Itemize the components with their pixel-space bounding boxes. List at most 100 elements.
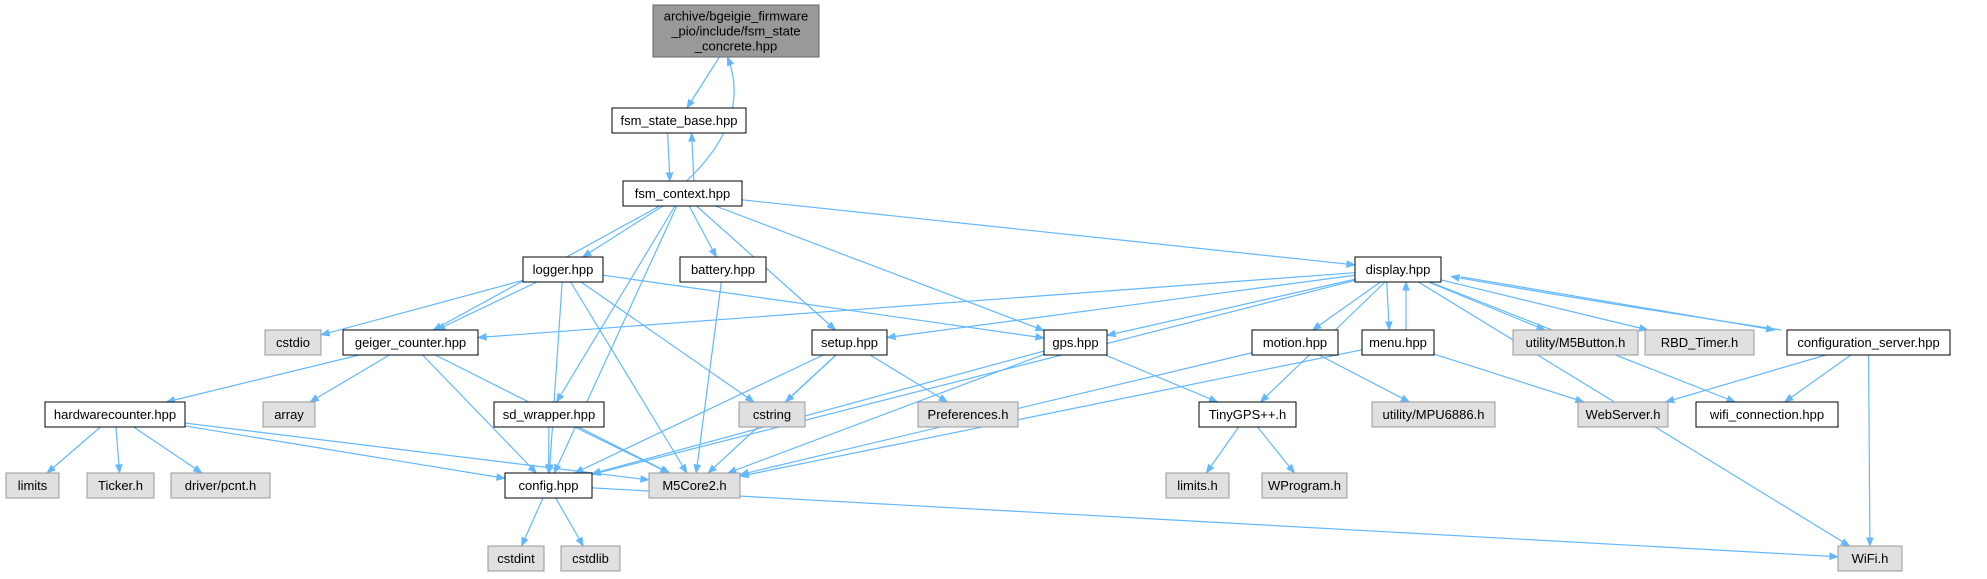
node-motion[interactable]: motion.hpp [1251, 329, 1339, 356]
node-fsm-state-base[interactable]: fsm_state_base.hpp [611, 107, 747, 134]
node-wifi-connection[interactable]: wifi_connection.hpp [1695, 401, 1839, 428]
node-label: Preferences.h [928, 407, 1009, 422]
node-setup[interactable]: setup.hpp [811, 329, 888, 356]
node-m5core2: M5Core2.h [648, 472, 741, 499]
node-label: menu.hpp [1369, 335, 1427, 350]
node-box [1198, 401, 1297, 428]
edge-configuration_server-to-display [1450, 274, 1782, 331]
node-label: config.hpp [519, 478, 579, 493]
edge-configuration_server-to-webserver [1664, 354, 1827, 404]
node-config[interactable]: config.hpp [504, 472, 593, 499]
edge-display-to-m5button [1428, 281, 1546, 331]
edge-logger-to-m5core2 [570, 281, 688, 474]
node-box [487, 545, 545, 572]
node-ticker: Ticker.h [86, 472, 155, 499]
node-label: utility/M5Button.h [1526, 335, 1626, 350]
edge-hardwarecounter-to-m5core2 [184, 422, 650, 483]
edge-setup-to-preferences [869, 354, 949, 403]
edge-geiger_counter-to-hardwarecounter [165, 354, 360, 404]
node-label: Ticker.h [98, 478, 143, 493]
edge-hardwarecounter-to-limits [46, 426, 101, 474]
node-box [504, 472, 593, 499]
node-label: logger.hpp [533, 262, 594, 277]
node-cstdint: cstdint [487, 545, 545, 572]
node-wprogram: WProgram.h [1261, 472, 1348, 499]
edge-fsm_context-to-gps [715, 205, 1045, 332]
edge-config-to-wifi_h [591, 487, 1839, 561]
node-box [652, 4, 820, 58]
node-label: battery.hpp [691, 262, 755, 277]
node-box [1512, 329, 1639, 356]
node-limits-h: limits.h [1165, 472, 1230, 499]
edge-display-to-setup [886, 274, 1356, 341]
edge-logger-to-config [546, 281, 563, 474]
edge-fsm_state_base-to-fsm_context [665, 132, 674, 182]
edge-fsm_context-to-battery [688, 205, 717, 258]
node-box [44, 401, 186, 428]
node-root[interactable]: archive/bgeigie_firmware_pio/include/fsm… [652, 4, 820, 58]
node-box [1577, 401, 1669, 428]
edge-sd_wrapper-to-m5core2 [574, 426, 670, 474]
edge-gps-to-m5core2 [726, 353, 1045, 474]
edge-logger-to-cstdio [320, 279, 524, 337]
node-box [1354, 256, 1442, 283]
node-menu[interactable]: menu.hpp [1361, 329, 1435, 356]
node-box [264, 329, 322, 356]
edge-battery-to-m5core2 [693, 281, 722, 474]
node-cstdlib: cstdlib [560, 545, 621, 572]
node-box [811, 329, 888, 356]
node-box [5, 472, 60, 499]
dependency-edges [46, 56, 1874, 561]
node-label: _concrete.hpp [694, 39, 777, 54]
node-box [611, 107, 747, 134]
edge-hardwarecounter-to-pcnt [133, 426, 203, 474]
edge-config-to-cstdlib [555, 497, 584, 547]
node-box [648, 472, 741, 499]
node-gps[interactable]: gps.hpp [1043, 329, 1108, 356]
edge-configuration_server-to-wifi_h [1866, 354, 1874, 547]
node-label: RBD_Timer.h [1661, 335, 1739, 350]
edge-tinygps-to-limits_h [1205, 426, 1240, 474]
edge-logger-to-geiger_counter [435, 281, 538, 331]
node-box [1371, 401, 1496, 428]
edge-display-to-motion [1311, 281, 1381, 331]
node-webserver: WebServer.h [1577, 401, 1669, 428]
edge-setup-to-config [573, 354, 824, 474]
node-cstring: cstring [738, 401, 806, 428]
node-tinygps[interactable]: TinyGPS++.h [1198, 401, 1297, 428]
node-configuration-server[interactable]: configuration_server.hpp [1786, 329, 1951, 356]
node-box [262, 401, 316, 428]
node-sd-wrapper[interactable]: sd_wrapper.hpp [493, 401, 605, 428]
node-geiger-counter[interactable]: geiger_counter.hpp [342, 329, 479, 356]
node-logger[interactable]: logger.hpp [522, 256, 604, 283]
edge-motion-to-mpu6886 [1318, 354, 1411, 403]
edge-display-to-geiger_counter [477, 272, 1356, 341]
node-label: cstdlib [572, 551, 609, 566]
node-preferences: Preferences.h [917, 401, 1019, 428]
node-box [1644, 329, 1755, 356]
node-box [493, 401, 605, 428]
node-battery[interactable]: battery.hpp [679, 256, 767, 283]
node-box [917, 401, 1019, 428]
node-label: fsm_state_base.hpp [620, 113, 737, 128]
node-hardwarecounter[interactable]: hardwarecounter.hpp [44, 401, 186, 428]
node-box [1786, 329, 1951, 356]
edge-display-to-gps [1106, 278, 1356, 338]
node-label: TinyGPS++.h [1209, 407, 1287, 422]
node-label: wifi_connection.hpp [1709, 407, 1824, 422]
node-label: driver/pcnt.h [185, 478, 257, 493]
edge-root-to-fsm_state_base [686, 56, 720, 109]
node-box [522, 256, 604, 283]
node-label: configuration_server.hpp [1797, 335, 1939, 350]
edge-hardwarecounter-to-config [184, 425, 506, 481]
node-fsm-context[interactable]: fsm_context.hpp [622, 180, 743, 207]
edge-configuration_server-to-wifi_connection [1783, 354, 1852, 403]
node-box [170, 472, 271, 499]
node-label: limits.h [1177, 478, 1217, 493]
node-box [1361, 329, 1435, 356]
node-display[interactable]: display.hpp [1354, 256, 1442, 283]
node-label: motion.hpp [1263, 335, 1327, 350]
edge-fsm_context-to-display [741, 199, 1356, 268]
node-label: cstdio [276, 335, 310, 350]
